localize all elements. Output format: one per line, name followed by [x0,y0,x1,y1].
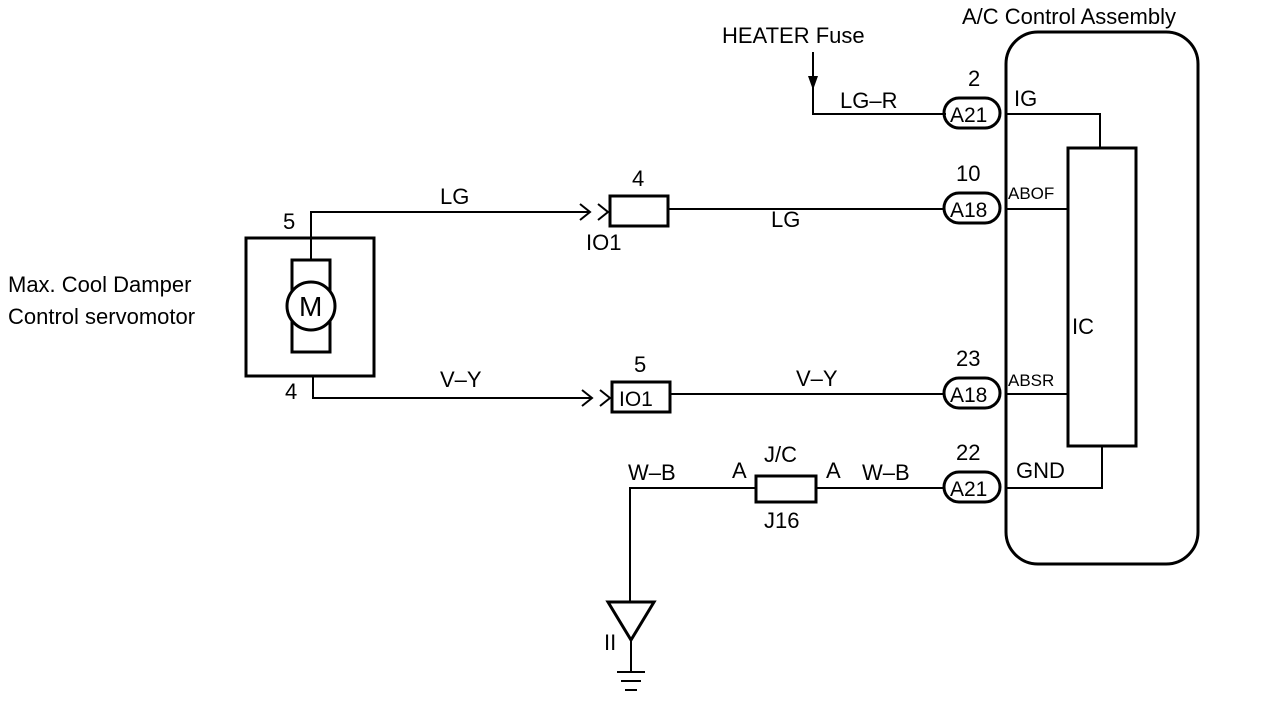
servomotor-name-line1: Max. Cool Damper [8,272,191,297]
pin-number-ig: 2 [968,66,980,91]
signal-abof: ABOF [1008,184,1054,203]
servomotor-pin-top: 5 [283,209,295,234]
connector-a18-absr [942,376,1002,410]
wire-label-wb-out: W–B [862,460,910,485]
connector-code-a21-ig: A21 [950,104,987,127]
wire-label-lg-in: LG [440,184,469,209]
wire-lg-r [812,88,946,115]
ac-control-assembly-box [1004,30,1200,566]
signal-gnd: GND [1016,458,1065,483]
ac-control-assembly-title: A/C Control Assembly [962,4,1176,29]
pin-number-absr: 23 [956,346,980,371]
wire-vy-motor [312,376,592,399]
connector-a21-gnd [942,470,1002,504]
motor-symbol-letter: M [299,291,322,322]
junction-pin-right: A [826,458,841,483]
ground-point-triangle [605,600,657,643]
ground-point-label: II [604,630,616,655]
connector-io1-bottom [610,380,672,414]
signal-ig: IG [1014,86,1037,111]
connector-a21-ig [942,96,1002,130]
junction-pin-left: A [732,458,747,483]
io1-top-code: IO1 [586,230,621,255]
junction-type-label: J/C [764,442,797,467]
wire-ig-internal [1006,113,1101,148]
signal-absr: ABSR [1008,371,1054,390]
io1-bottom-mating-mark [599,389,612,407]
connector-a18-abof [942,191,1002,225]
wire-wb-ground [629,487,756,604]
heater-fuse-arrow-head [808,76,818,90]
pin-number-abof: 10 [956,161,980,186]
io1-top-mating-mark [597,203,610,221]
wire-gnd-internal [1006,446,1103,489]
wire-label-lg-out: LG [771,207,800,232]
junction-connector-j16 [754,474,818,504]
connector-code-a18-absr: A18 [950,384,987,407]
wire-vy-arrow [581,389,594,407]
io1-bottom-code: IO1 [619,388,653,411]
junction-code-label: J16 [764,508,799,533]
wire-label-vy-in: V–Y [440,367,482,392]
motor-symbol [285,280,337,332]
connector-code-a18-abof: A18 [950,199,987,222]
pin-number-gnd: 22 [956,440,980,465]
connector-code-a21-gnd: A21 [950,478,987,501]
connector-io1-top [608,194,670,228]
wire-lg-arrow [579,203,592,221]
servomotor-name-line2: Control servomotor [8,304,195,329]
servomotor-pin-bottom: 4 [285,379,297,404]
wire-lg-motor [310,211,590,260]
wire-label-lg-r: LG–R [840,88,897,113]
wire-label-wb-ground: W–B [628,460,676,485]
ic-label: IC [1072,314,1094,339]
wire-label-vy-out: V–Y [796,366,838,391]
heater-fuse-label: HEATER Fuse [722,23,865,48]
io1-bottom-pin: 5 [634,352,646,377]
io1-top-pin: 4 [632,166,644,191]
ic-block [1066,146,1138,448]
